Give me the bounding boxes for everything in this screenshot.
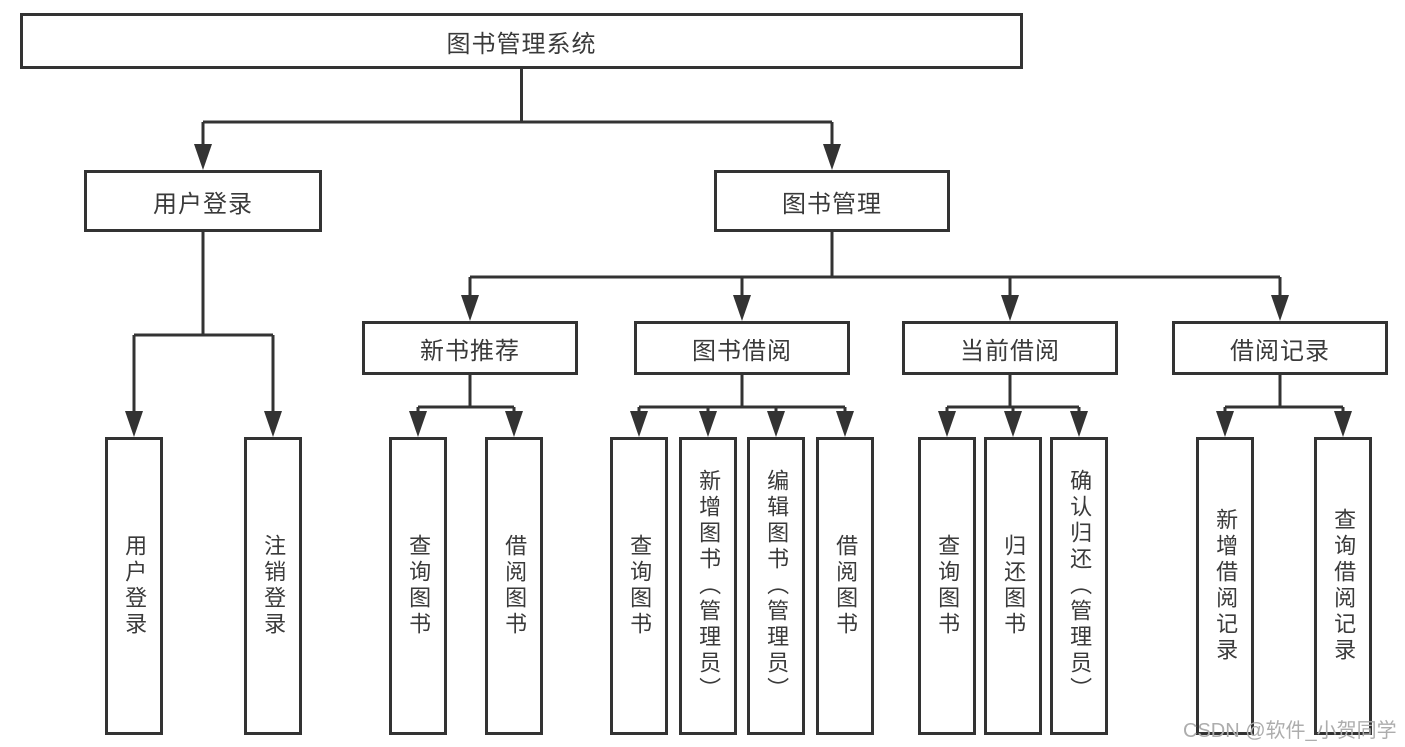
leaf-logout: 注销登录 bbox=[244, 437, 302, 735]
leaf-query-borrow-record-label: 查询借阅记录 bbox=[1331, 508, 1357, 664]
node-user-login: 用户登录 bbox=[84, 170, 322, 232]
node-book-borrow-label: 图书借阅 bbox=[692, 337, 792, 365]
leaf-add-book-admin: 新增图书（管理员） bbox=[679, 437, 737, 735]
leaf-borrow-books-label: 借阅图书 bbox=[833, 534, 859, 638]
csdn-watermark: CSDN @软件_小贺同学 bbox=[1183, 720, 1397, 742]
node-borrow-records-label: 借阅记录 bbox=[1230, 337, 1330, 365]
edge-user-login-children bbox=[132, 232, 275, 413]
node-user-login-label: 用户登录 bbox=[153, 190, 253, 218]
leaf-query-books-current: 查询图书 bbox=[918, 437, 976, 735]
leaf-edit-book-admin: 编辑图书（管理员） bbox=[747, 437, 805, 735]
leaf-return-book-label: 归还图书 bbox=[1001, 534, 1027, 638]
leaf-add-book-admin-label: 新增图书（管理员） bbox=[696, 469, 722, 703]
node-new-book-recommend-label: 新书推荐 bbox=[420, 337, 520, 365]
leaf-confirm-return-admin-label: 确认归还（管理员） bbox=[1067, 469, 1093, 703]
leaf-query-books-current-label: 查询图书 bbox=[935, 534, 961, 638]
leaf-query-books-borrow-label: 查询图书 bbox=[627, 534, 653, 638]
leaf-borrow-books-recommend: 借阅图书 bbox=[485, 437, 543, 735]
node-root: 图书管理系统 bbox=[20, 13, 1023, 69]
leaf-query-books-recommend: 查询图书 bbox=[389, 437, 447, 735]
leaf-add-borrow-record: 新增借阅记录 bbox=[1196, 437, 1254, 735]
node-book-management-label: 图书管理 bbox=[782, 190, 882, 218]
node-book-borrow: 图书借阅 bbox=[634, 321, 850, 375]
leaf-confirm-return-admin: 确认归还（管理员） bbox=[1050, 437, 1108, 735]
arrowheads bbox=[125, 144, 1352, 437]
node-book-management: 图书管理 bbox=[714, 170, 950, 232]
edge-recommend-children bbox=[416, 375, 516, 413]
edge-book-mgmt-children bbox=[468, 232, 1282, 297]
leaf-borrow-books: 借阅图书 bbox=[816, 437, 874, 735]
node-current-borrow: 当前借阅 bbox=[902, 321, 1118, 375]
leaf-borrow-books-recommend-label: 借阅图书 bbox=[502, 534, 528, 638]
node-current-borrow-label: 当前借阅 bbox=[960, 337, 1060, 365]
node-root-label: 图书管理系统 bbox=[446, 30, 597, 58]
edge-root-to-level2 bbox=[201, 69, 834, 146]
leaf-query-books-recommend-label: 查询图书 bbox=[406, 534, 432, 638]
leaf-query-books-borrow: 查询图书 bbox=[610, 437, 668, 735]
leaf-add-borrow-record-label: 新增借阅记录 bbox=[1213, 508, 1239, 664]
leaf-user-login: 用户登录 bbox=[105, 437, 163, 735]
leaf-return-book: 归还图书 bbox=[984, 437, 1042, 735]
leaf-logout-label: 注销登录 bbox=[261, 534, 287, 638]
node-new-book-recommend: 新书推荐 bbox=[362, 321, 578, 375]
leaf-edit-book-admin-label: 编辑图书（管理员） bbox=[764, 469, 790, 703]
edge-borrow-children bbox=[637, 375, 847, 413]
node-borrow-records: 借阅记录 bbox=[1172, 321, 1388, 375]
edge-current-children bbox=[945, 375, 1081, 413]
leaf-query-borrow-record: 查询借阅记录 bbox=[1314, 437, 1372, 735]
leaf-user-login-label: 用户登录 bbox=[122, 534, 148, 638]
edge-records-children bbox=[1223, 375, 1345, 413]
